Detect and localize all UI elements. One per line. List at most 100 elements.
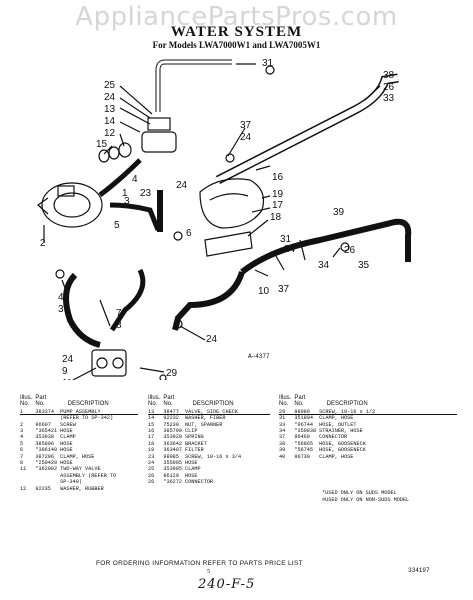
cell-part: *350838 xyxy=(294,428,317,435)
cell-desc: WASHER, FIBER xyxy=(185,415,226,422)
cell-illus: 39 xyxy=(279,447,286,454)
cell-illus: 8 xyxy=(20,460,24,467)
header-divider xyxy=(20,414,138,415)
cell-desc: CLAMP, HOSE xyxy=(319,453,354,460)
callout-12: 12 xyxy=(104,128,116,139)
cell-part: 385906 xyxy=(35,440,55,447)
cell-illus: 33 xyxy=(279,421,286,428)
page-subtitle: For Models LWA7000W1 and LWA7005W1 xyxy=(152,40,321,50)
callout-3b: 3 xyxy=(58,304,64,315)
cell-part: *386140 xyxy=(35,447,58,454)
cell-part: 92235 xyxy=(35,485,51,492)
cell-illus: 37 xyxy=(279,434,286,441)
cell-illus: 19 xyxy=(148,447,155,454)
cell-part: 355905 xyxy=(163,460,183,467)
cell-part: 98080 xyxy=(294,408,310,415)
table-row: 14 92232 WASHER, FIBER xyxy=(148,415,244,421)
cell-part: 96739 xyxy=(294,453,310,460)
cell-part: 353995 xyxy=(163,466,183,473)
callout-13: 13 xyxy=(104,104,116,115)
cell-part: 92232 xyxy=(163,415,179,422)
exploded-parts-diagram: 31 38 26 33 25 24 13 14 12 15 37 24 4 1 … xyxy=(37,58,412,380)
col-illus-header: Illus.No. xyxy=(20,395,33,408)
cell-desc: HOSE xyxy=(185,460,198,467)
page-title: WATER SYSTEM xyxy=(170,24,303,40)
cell-illus: 2 xyxy=(20,421,24,428)
cell-desc: TWO-WAY VALVE xyxy=(60,466,101,473)
callout-24f: 24 xyxy=(62,354,74,365)
callout-35: 35 xyxy=(358,260,370,271)
header-divider xyxy=(148,414,270,415)
cell-desc: CLAMP, HOSE xyxy=(319,415,354,422)
cell-part: 96129 xyxy=(163,472,179,479)
cell-illus: 13 xyxy=(148,408,155,415)
cell-desc: SCREW, 10-16 x 1/2 xyxy=(319,408,376,415)
callout-37: 37 xyxy=(240,120,252,131)
callout-11: 11 xyxy=(62,378,73,380)
callout-31b: 31 xyxy=(280,234,292,245)
callout-24: 24 xyxy=(104,92,116,103)
callout-38: 38 xyxy=(383,70,395,81)
page-number: 5 xyxy=(207,569,210,575)
cell-illus: 7 xyxy=(20,453,24,460)
cell-desc: SCREW xyxy=(60,421,76,428)
cell-illus: 38 xyxy=(279,440,286,447)
col-illus-header: Illus.No. xyxy=(148,395,161,408)
cell-desc: HOSE xyxy=(60,447,73,454)
cell-illus: 14 xyxy=(148,415,155,422)
cell-illus: 1 xyxy=(20,408,24,415)
cell-illus: 6 xyxy=(20,447,24,454)
cell-desc: BRACKET xyxy=(185,440,207,447)
callout-14: 14 xyxy=(104,116,116,127)
callout-3: 3 xyxy=(124,196,130,207)
cell-illus: 29 xyxy=(279,408,286,415)
callout-17: 17 xyxy=(272,200,284,211)
cell-part: *96744 xyxy=(294,421,314,428)
callout-37b: 37 xyxy=(278,284,290,295)
callout-39: 39 xyxy=(333,207,345,218)
cell-part: 98085 xyxy=(163,453,179,460)
cell-desc: CLAMP xyxy=(185,466,201,473)
callout-19: 19 xyxy=(272,189,284,200)
callout-1: 1 xyxy=(122,188,128,199)
figure-reference: A—4377 xyxy=(248,353,270,360)
cell-part: 383374 xyxy=(35,408,55,415)
cell-part: 385799 xyxy=(163,428,183,435)
usage-note: *USED ONLY ON SUDS MODEL #USED ONLY ON N… xyxy=(322,490,410,503)
cell-desc: CONNECTOR xyxy=(319,434,348,441)
cell-illus: 4 xyxy=(20,434,24,441)
callout-24c: 24 xyxy=(176,180,188,191)
cell-illus: 31 xyxy=(279,415,286,422)
cell-illus: 17 xyxy=(148,434,155,441)
cell-part: 38477 xyxy=(163,408,179,415)
cell-part: *365421 xyxy=(35,428,58,435)
callout-33: 33 xyxy=(383,93,395,104)
cell-illus: 18 xyxy=(148,440,155,447)
cell-desc: ASSEMBLY (REFER TO xyxy=(60,472,117,479)
callout-31: 31 xyxy=(262,58,274,69)
callout-7: 7 xyxy=(116,308,122,319)
cell-desc: HOSE, GOOSENECK xyxy=(319,440,366,447)
table-row: (REFER TO SP-342) xyxy=(20,415,119,421)
cell-desc: HOSE xyxy=(60,440,73,447)
cell-part: *250420 xyxy=(35,460,58,467)
callout-26: 26 xyxy=(383,82,395,93)
cell-desc: HOSE xyxy=(60,460,73,467)
callout-15: 15 xyxy=(96,139,108,150)
cell-part: *362902 xyxy=(35,466,58,473)
